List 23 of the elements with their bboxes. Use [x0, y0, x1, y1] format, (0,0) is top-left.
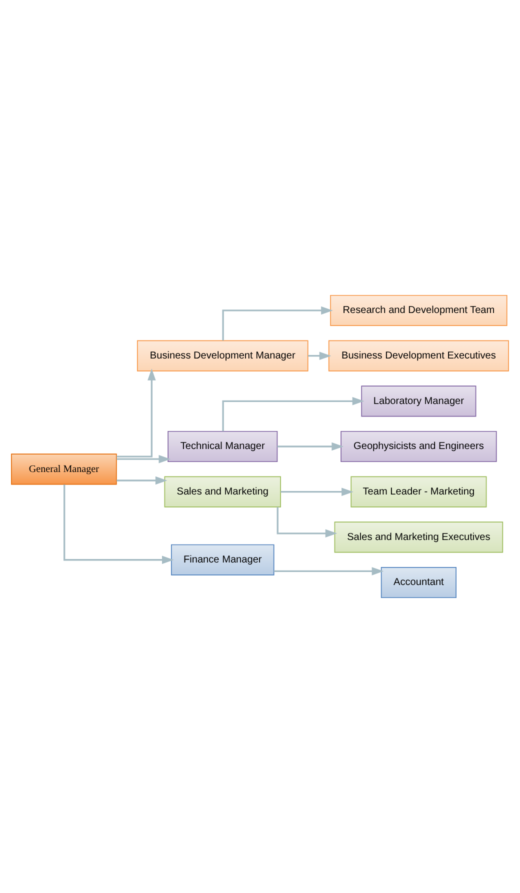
node-box: Sales and Marketing Executives	[334, 522, 504, 553]
arrow	[276, 507, 338, 538]
arrow	[222, 397, 364, 432]
node-box: Team Leader - Marketing	[350, 476, 487, 508]
arrow	[222, 306, 333, 340]
node-box: Finance Manager	[171, 544, 274, 576]
node-box: General Manager	[11, 454, 117, 485]
node-box: Accountant	[380, 567, 456, 598]
node-box: Technical Manager	[168, 430, 278, 462]
node-box: Research and Development Team	[330, 294, 508, 326]
arrow	[116, 476, 168, 485]
arrow	[280, 488, 354, 496]
node-box: Business Development Executives	[328, 340, 509, 372]
node-box: Sales and Marketing	[164, 476, 281, 508]
node-box: Laboratory Manager	[361, 386, 476, 417]
arrow	[64, 484, 174, 564]
arrow	[274, 567, 384, 576]
node-box: Geophysicists and Engineers	[340, 430, 497, 462]
arrow	[277, 442, 344, 451]
arrow	[308, 352, 332, 360]
arrow	[116, 454, 171, 464]
node-box: Business Development Manager	[137, 340, 308, 372]
arrow	[116, 368, 156, 458]
